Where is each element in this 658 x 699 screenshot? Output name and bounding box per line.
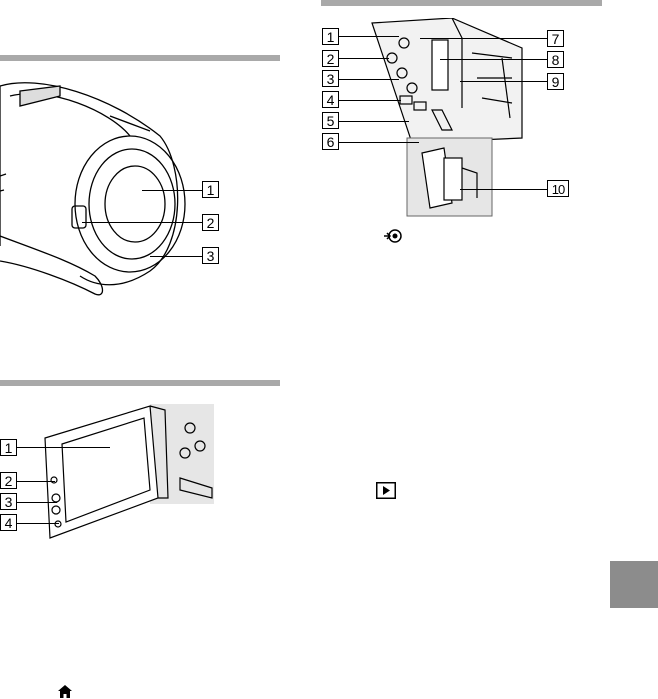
lead-rear-3 (339, 79, 399, 80)
callout-lens-1: 1 (202, 181, 219, 198)
lead-rear-9 (460, 81, 547, 82)
lead-rear-4 (339, 100, 401, 101)
callout-rear-5: 5 (322, 112, 339, 129)
lens-drawing (0, 76, 200, 301)
callout-lcd-3: 3 (0, 493, 17, 510)
usb-symbol-icon (383, 227, 403, 245)
callout-rear-6: 6 (322, 133, 339, 150)
lead-rear-7 (420, 38, 547, 39)
callout-rear-10: 10 (547, 180, 569, 197)
camcorder-lcd-illustration (40, 398, 215, 543)
lead-lcd-3 (17, 502, 57, 503)
lead-rear-10 (460, 189, 547, 190)
section-thumb-tab (610, 561, 658, 608)
camcorder-lens-illustration (0, 76, 200, 301)
callout-rear-2: 2 (322, 50, 339, 67)
lead-rear-5 (339, 121, 409, 122)
lead-rear-8 (440, 59, 547, 60)
callout-rear-1: 1 (322, 28, 339, 45)
callout-lens-2: 2 (202, 214, 219, 231)
callout-lcd-2: 2 (0, 472, 17, 489)
lead-rear-1 (339, 36, 399, 37)
lead-lens-2 (82, 222, 202, 223)
lcd-drawing (40, 398, 215, 543)
rear-drawing (352, 18, 532, 218)
camcorder-rear-illustration (352, 18, 532, 218)
section-rule-right-top (321, 0, 602, 6)
callout-lcd-4: 4 (0, 514, 17, 531)
callout-rear-4: 4 (322, 91, 339, 108)
lead-lens-3 (150, 256, 202, 257)
section-rule-left-bottom (0, 380, 280, 386)
lead-lens-1 (142, 190, 202, 191)
home-icon (55, 684, 75, 699)
callout-rear-7: 7 (547, 30, 564, 47)
callout-rear-8: 8 (547, 51, 564, 68)
lead-rear-2 (339, 58, 389, 59)
section-rule-left-top (0, 55, 280, 61)
lead-lcd-1 (17, 447, 110, 448)
callout-lcd-1: 1 (0, 439, 17, 456)
callout-rear-9: 9 (547, 73, 564, 90)
lead-rear-6 (339, 142, 419, 143)
lead-lcd-2 (17, 481, 55, 482)
callout-lens-3: 3 (202, 247, 219, 264)
callout-rear-3: 3 (322, 70, 339, 87)
play-icon (376, 481, 396, 499)
lead-lcd-4 (17, 523, 59, 524)
